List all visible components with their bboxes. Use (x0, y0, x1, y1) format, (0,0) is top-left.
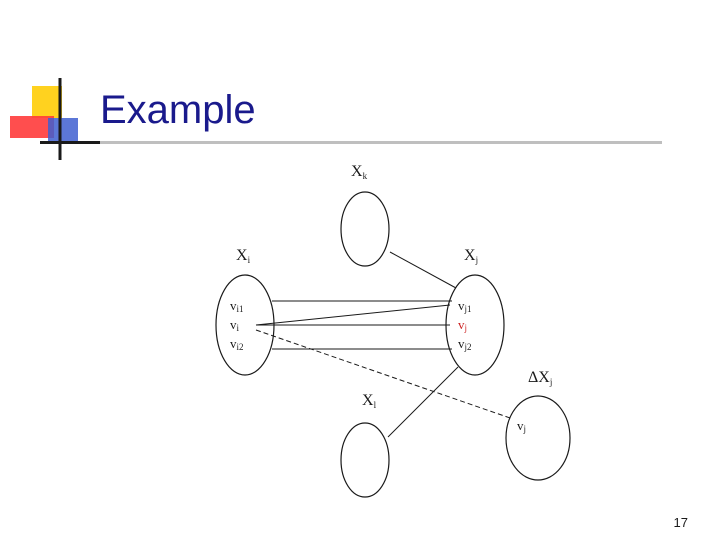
label-vj2: vj2 (458, 336, 472, 352)
label-vj-highlighted: vj (458, 317, 467, 333)
edge-vi-vj-delta-dashed (255, 329, 514, 420)
node-xk-ellipse (340, 191, 390, 267)
logo-yellow-square (32, 86, 62, 118)
edge-xk-xj (389, 251, 457, 289)
label-xj: Xj (464, 247, 478, 265)
label-dxj: ΔXj (528, 369, 552, 387)
logo-blue-square (48, 118, 78, 144)
label-vj1: vj1 (458, 298, 472, 314)
edge-vi-vj1 (255, 304, 451, 326)
label-vj-delta: vj (517, 418, 526, 434)
slide-logo (10, 78, 78, 160)
label-xk: Xk (351, 163, 368, 181)
title-underline (70, 141, 662, 144)
node-xj-ellipse (445, 274, 505, 376)
node-xl-ellipse (340, 422, 390, 498)
label-vi: vi (230, 317, 240, 333)
page-number: 17 (673, 515, 688, 530)
node-dxj-ellipse (505, 395, 571, 481)
edge-xl-xj (387, 366, 459, 438)
logo-red-bar (10, 116, 54, 138)
label-vi2: vi2 (230, 336, 244, 352)
label-xl: Xl (362, 392, 377, 410)
title-underline-accent (40, 141, 100, 144)
slide-title: Example (100, 88, 256, 132)
label-xi: Xi (236, 247, 251, 265)
label-vi1: vi1 (230, 298, 244, 314)
